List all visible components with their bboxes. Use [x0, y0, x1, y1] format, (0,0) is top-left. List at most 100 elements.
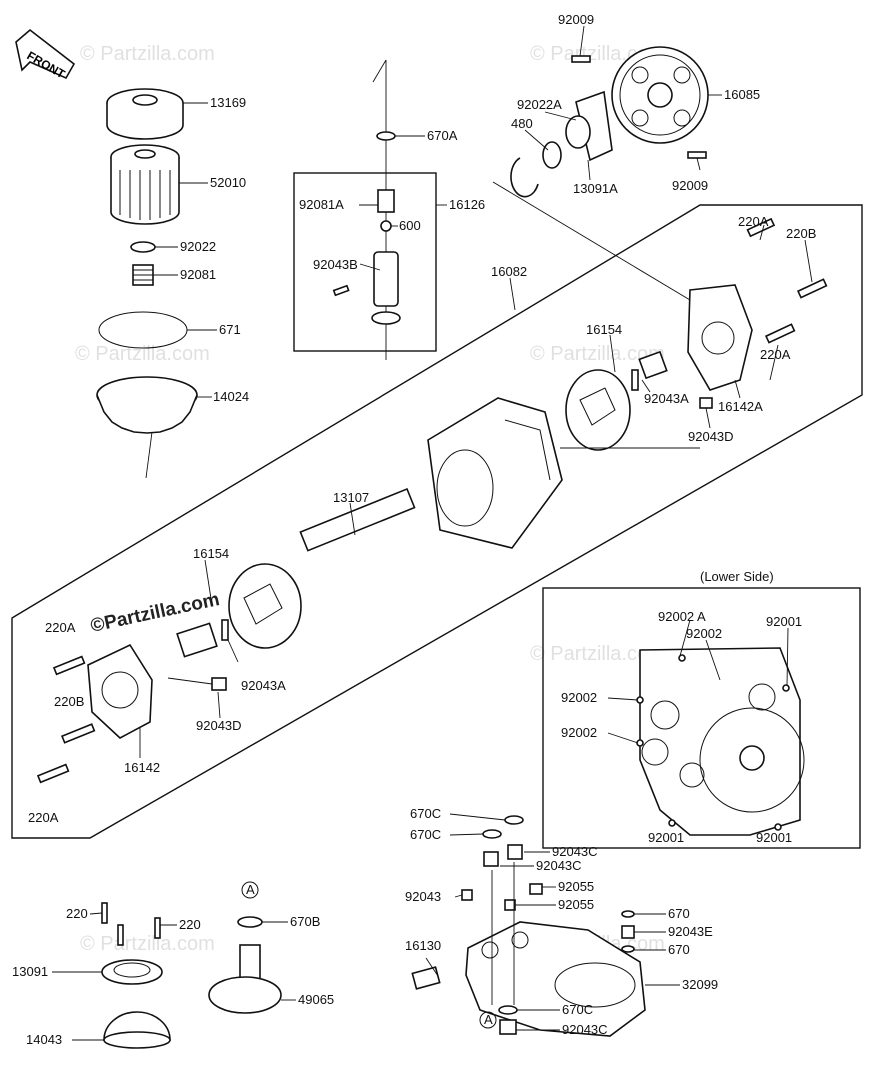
label-16142a: 16142A — [718, 399, 763, 414]
bushing-icon — [565, 115, 591, 149]
collar-92043c-1-icon — [483, 851, 499, 867]
label-92055-1: 92055 — [558, 879, 594, 894]
cover-16142-icon — [87, 643, 153, 739]
label-16085: 16085 — [724, 87, 760, 102]
circle-a-top-label: A — [246, 882, 255, 897]
vane-bot-icon — [176, 622, 218, 658]
label-92043: 92043 — [405, 889, 441, 904]
label-600: 600 — [399, 218, 421, 233]
pump-lower-housing-icon — [639, 647, 801, 836]
shaft-13107-icon — [299, 487, 416, 552]
pin-92043b-icon — [332, 284, 350, 297]
label-13107: 13107 — [333, 490, 369, 505]
label-13091: 13091 — [12, 964, 48, 979]
label-670c-3: 670C — [562, 1002, 593, 1017]
bolt-220b-top-icon — [796, 278, 828, 299]
bolt-220a-left1-icon — [52, 655, 86, 676]
label-670b: 670B — [290, 914, 320, 929]
label-220a-top: 220A — [738, 214, 769, 229]
label-92001-2: 92001 — [648, 830, 684, 845]
label-92043e: 92043E — [668, 924, 713, 939]
collar-92043c-2-icon — [507, 844, 523, 860]
o-ring-670b-icon — [237, 916, 263, 928]
pump-rotor-bottom-group — [36, 563, 302, 784]
label-92043c-1: 92043C — [552, 844, 598, 859]
watermark-1: © Partzilla.com — [80, 43, 215, 65]
watermark-3: © Partzilla.com — [75, 343, 210, 365]
label-92043a-bot: 92043A — [241, 678, 286, 693]
label-92081: 92081 — [180, 267, 216, 282]
label-13091a: 13091A — [573, 181, 618, 196]
bolt-220a-mid-icon — [764, 323, 796, 344]
label-14043: 14043 — [26, 1032, 62, 1047]
circle-a-bot-icon — [479, 1011, 497, 1029]
label-49065: 49065 — [298, 992, 334, 1007]
washer-670a-icon — [376, 131, 396, 141]
label-92002a: 92002 A — [658, 609, 706, 624]
label-671: 671 — [219, 322, 241, 337]
washer-92022-icon — [130, 241, 156, 253]
label-16142: 16142 — [124, 760, 160, 775]
drive-gear-group — [510, 46, 709, 198]
label-32099: 32099 — [682, 977, 718, 992]
bolt-92009-bot-icon — [687, 151, 707, 159]
label-92001-3: 92001 — [756, 830, 792, 845]
label-220a-mid: 220A — [760, 347, 791, 362]
label-92055-2: 92055 — [558, 897, 594, 912]
watermark-4: © Partzilla.com — [530, 343, 665, 365]
watermark-6: © Partzilla.com — [80, 933, 215, 955]
bolt-220a-left2-icon — [36, 763, 70, 784]
lower-side-caption: (Lower Side) — [700, 569, 774, 584]
filter-16130-icon — [411, 966, 441, 990]
circlip-480-icon — [510, 157, 539, 198]
small-parts-group: A A — [101, 881, 497, 1049]
pin-92043a-bot-icon — [221, 619, 229, 641]
housing-32099-group — [411, 815, 646, 1037]
label-220a-left1: 220A — [45, 620, 76, 635]
collar-92043c-3-icon — [499, 1019, 517, 1035]
oil-filter-group — [96, 88, 198, 479]
label-52010: 52010 — [210, 175, 246, 190]
label-220a-left2: 220A — [28, 810, 59, 825]
label-14024: 14024 — [213, 389, 249, 404]
lower-side-view-group — [636, 647, 805, 836]
label-92001-1: 92001 — [766, 614, 802, 629]
label-92002-1: 92002 — [686, 626, 722, 641]
plate-13091-icon — [101, 959, 163, 985]
plug-92055-1-icon — [529, 883, 543, 895]
label-92043c-2: 92043C — [536, 858, 582, 873]
pin-92043-icon — [461, 889, 473, 901]
rotor-16154-top-icon — [565, 369, 631, 451]
label-92043c-3: 92043C — [562, 1022, 608, 1037]
ball-600-icon — [380, 220, 392, 232]
seal-92022a-icon — [542, 141, 562, 169]
part-number-labels: 13169 52010 92022 92081 671 14024 670A 9… — [12, 12, 816, 1047]
label-92022a: 92022A — [517, 97, 562, 112]
label-16154-top: 16154 — [586, 322, 622, 337]
label-92043a-top: 92043A — [644, 391, 689, 406]
label-220-1: 220 — [66, 906, 88, 921]
pump-rotor-top-group — [492, 181, 828, 451]
cover-16142a-icon — [687, 284, 753, 391]
pin-92043a-top-icon — [631, 369, 639, 391]
label-92009-top: 92009 — [558, 12, 594, 27]
label-92002-2: 92002 — [561, 690, 597, 705]
plug-92055-2-icon — [504, 899, 516, 911]
screw-220-2-icon — [154, 917, 161, 939]
label-220b-left: 220B — [54, 694, 84, 709]
valve-body-icon — [373, 251, 399, 307]
label-16126: 16126 — [449, 197, 485, 212]
watermark-5: © Partzilla.com — [530, 643, 665, 665]
relief-valve-frame — [293, 172, 437, 352]
bolt-220b-left-icon — [60, 723, 96, 744]
front-arrow-icon: FRONT — [15, 28, 76, 82]
rotor-16154-bot-icon — [228, 563, 302, 649]
label-13169: 13169 — [210, 95, 246, 110]
label-16082: 16082 — [491, 264, 527, 279]
dowel-92043d-top-icon — [699, 397, 713, 409]
label-92043b: 92043B — [313, 257, 358, 272]
label-220b-top: 220B — [786, 226, 816, 241]
label-92043d-top: 92043D — [688, 429, 734, 444]
collar-92043e-icon — [621, 925, 635, 939]
label-670-2: 670 — [668, 942, 690, 957]
